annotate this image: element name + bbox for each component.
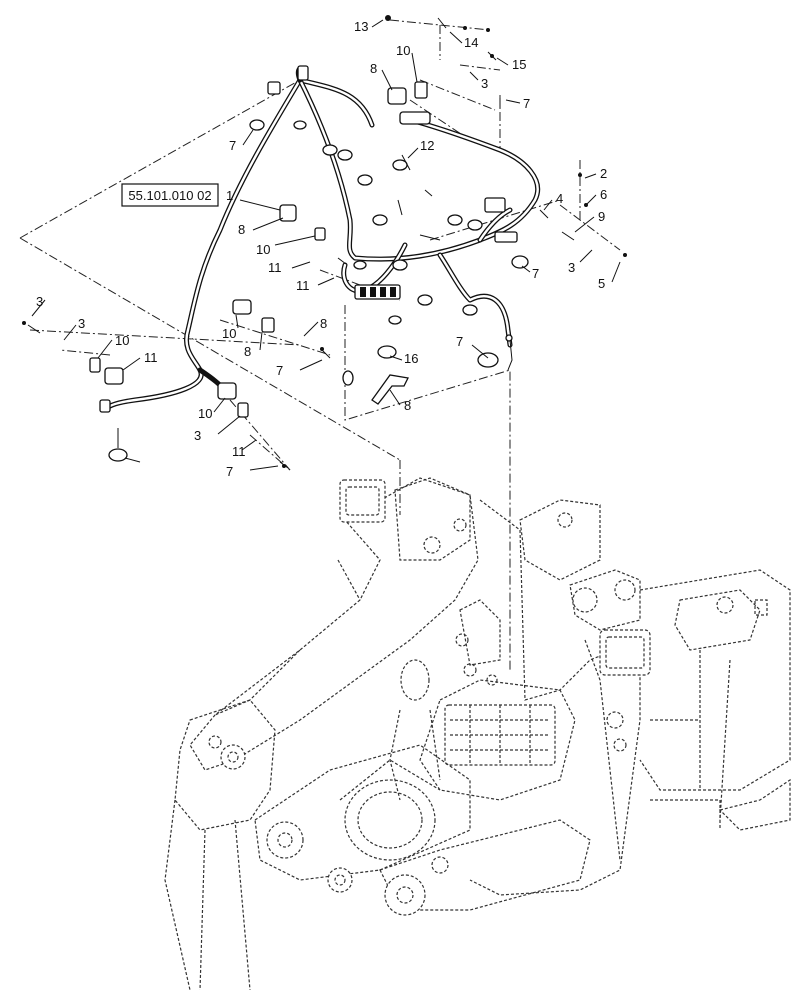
callout-9: 9 — [598, 209, 605, 224]
callout-10: 10 — [396, 43, 410, 58]
callout-11: 7 — [226, 464, 233, 479]
callout-16: 8 — [404, 398, 411, 413]
callout-leaders — [31, 19, 621, 471]
callout-8: 8 — [370, 61, 377, 76]
callout-8: 10 — [222, 326, 236, 341]
callout-3: 3 — [481, 76, 488, 91]
callout-7: 7 — [523, 96, 530, 111]
callout-3: 11 — [232, 444, 246, 459]
reference-code: 55.101.010 02 — [128, 188, 211, 203]
callout-11: 11 — [268, 260, 282, 275]
callout-11: 7 — [276, 363, 283, 378]
callout-14: 14 — [464, 35, 478, 50]
callout-10: 10 — [256, 242, 270, 257]
callout-6: 6 — [600, 187, 607, 202]
callout-8: 8 — [238, 222, 245, 237]
callout-11: 3 — [36, 294, 43, 309]
callout-3: 8 — [320, 316, 327, 331]
callout-1: 1 — [226, 188, 233, 203]
callout-5: 5 — [598, 276, 605, 291]
connectors-and-clips — [22, 15, 627, 469]
callout-7: 7 — [229, 138, 236, 153]
callout-7: 7 — [532, 266, 539, 281]
callout-10: 10 — [115, 333, 129, 348]
callout-7: 16 — [404, 351, 418, 366]
callout-15: 15 — [512, 57, 526, 72]
callout-13: 13 — [354, 19, 368, 34]
callout-3: 3 — [568, 260, 575, 275]
callout-2: 2 — [600, 166, 607, 181]
callout-labels: 13 14 15 10 8 3 7 7 12 2 6 1 4 9 8 10 3 … — [36, 19, 607, 479]
callout-7: 7 — [456, 334, 463, 349]
callout-11: 11 — [296, 278, 310, 293]
reference-box[interactable]: 55.101.010 02 — [121, 183, 219, 207]
callout-8: 10 — [198, 406, 212, 421]
callout-12: 12 — [420, 138, 434, 153]
callout-10: 8 — [244, 344, 251, 359]
loader-frame-illustration — [164, 477, 791, 991]
callout-4: 4 — [556, 191, 563, 206]
callout-3: 3 — [78, 316, 85, 331]
callout-10: 3 — [194, 428, 201, 443]
callout-8: 11 — [144, 350, 158, 365]
